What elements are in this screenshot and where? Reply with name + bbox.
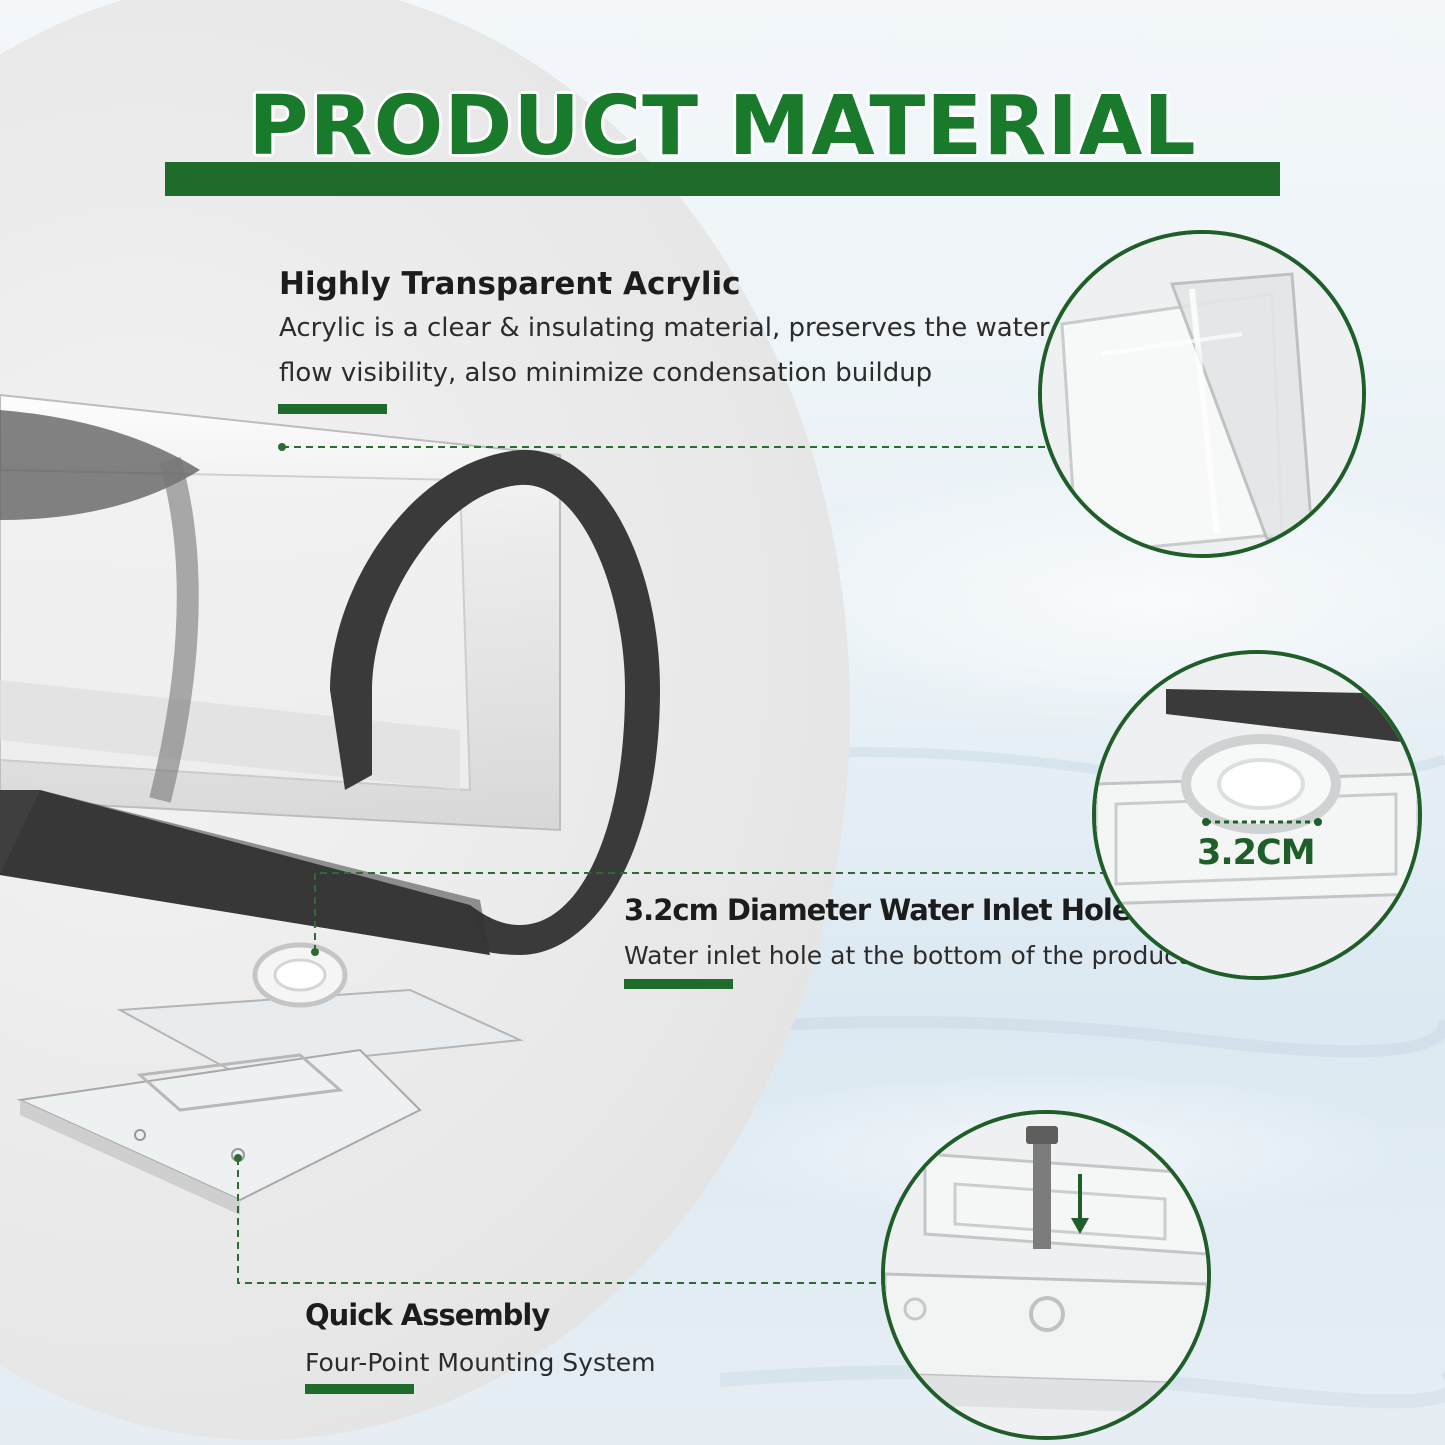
feature-desc-acrylic-line2: flow visibility, also minimize condensat… — [279, 358, 933, 388]
feature-desc-acrylic-line1: Acrylic is a clear & insulating material… — [279, 313, 1050, 343]
feature-title-acrylic: Highly Transparent Acrylic — [279, 266, 741, 302]
title-underline-bar — [165, 162, 1280, 196]
feature-desc-assembly: Four-Point Mounting System — [305, 1348, 656, 1377]
feature-underline-acrylic — [278, 404, 387, 414]
feature-title-inlet: 3.2cm Diameter Water Inlet Hole — [624, 893, 1132, 927]
inset-screw-assembly — [881, 1110, 1211, 1440]
arrow-down-icon — [1071, 1218, 1089, 1234]
acrylic-sheets-illustration — [1042, 234, 1362, 554]
inset-acrylic-sheets — [1038, 230, 1366, 558]
feature-title-assembly: Quick Assembly — [305, 1298, 550, 1332]
feature-desc-inlet: Water inlet hole at the bottom of the pr… — [624, 941, 1188, 970]
inset-inlet-hole — [1092, 650, 1422, 980]
inlet-hole-illustration — [1096, 654, 1418, 976]
screw-icon — [1033, 1134, 1051, 1249]
feature-underline-inlet — [624, 979, 733, 989]
inlet-measurement-label: 3.2CM — [1197, 833, 1316, 873]
screw-assembly-illustration — [885, 1114, 1207, 1436]
feature-underline-assembly — [305, 1384, 414, 1394]
page-title: PRODUCT MATERIAL — [248, 79, 1197, 174]
